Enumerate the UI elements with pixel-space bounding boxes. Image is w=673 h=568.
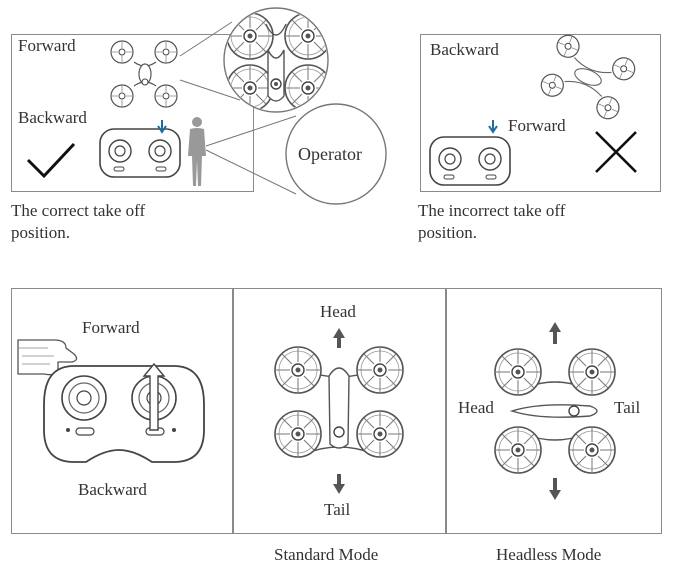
correct-forward-label: Forward [18, 36, 76, 55]
correct-controller-illustration [99, 128, 181, 178]
operator-label: Operator [298, 144, 362, 164]
bottom-divider-2 [445, 288, 447, 534]
standard-tail-label: Tail [324, 500, 351, 519]
incorrect-takeoff-caption: The incorrect take off position. [418, 201, 566, 242]
standard-head-label: Head [320, 302, 356, 321]
standard-mode-caption: Standard Mode [274, 545, 379, 564]
headless-head-label: Head [458, 398, 494, 417]
cross-icon [595, 131, 637, 173]
zoomed-drone-detail [223, 7, 329, 113]
operator-callout [205, 103, 387, 205]
operator-person-icon [188, 117, 206, 186]
bottom-divider-1 [232, 288, 234, 534]
incorrect-forward-label: Forward [508, 116, 566, 135]
incorrect-backward-label: Backward [430, 40, 499, 59]
standard-mode-drone-illustration [274, 328, 404, 494]
incorrect-blue-arrow-icon [488, 120, 498, 134]
controller-with-hand-illustration [17, 339, 205, 463]
headless-mode-caption: Headless Mode [496, 545, 602, 564]
controller-forward-label: Forward [82, 318, 140, 337]
headless-tail-label: Tail [614, 398, 641, 417]
correct-takeoff-caption: The correct take off position. [11, 201, 146, 242]
incorrect-drone-illustration [537, 31, 639, 123]
checkmark-icon [26, 142, 76, 179]
incorrect-controller-illustration [429, 136, 511, 186]
controller-backward-label: Backward [78, 480, 147, 499]
headless-mode-drone-illustration [494, 322, 616, 500]
correct-backward-label: Backward [18, 108, 87, 127]
correct-blue-arrow-icon [157, 120, 167, 134]
correct-drone-illustration [110, 40, 178, 108]
